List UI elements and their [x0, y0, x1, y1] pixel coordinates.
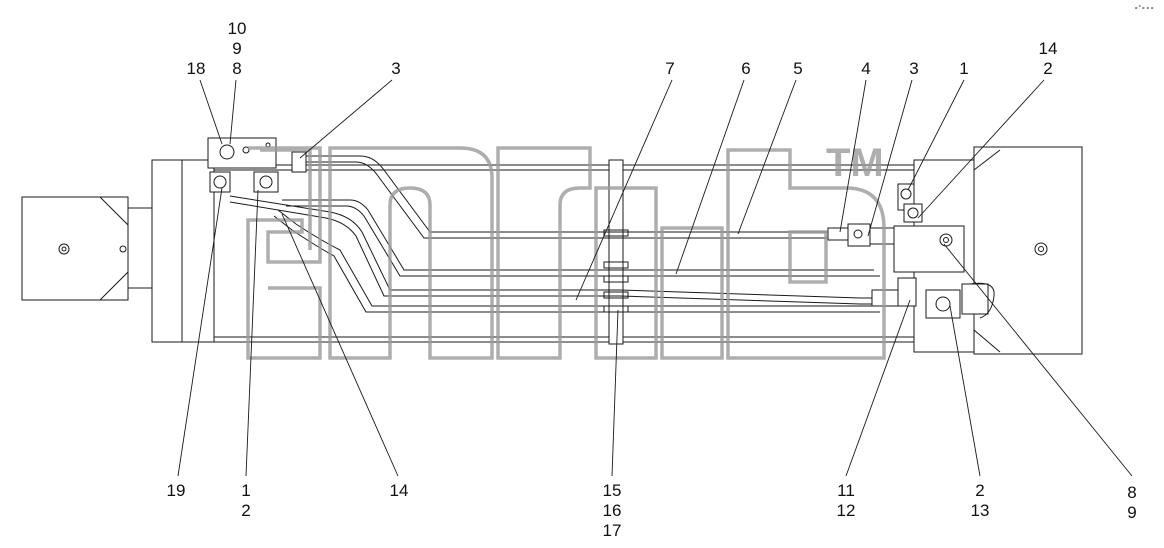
- callout-12: 12: [837, 501, 856, 520]
- callout-14: 14: [1039, 39, 1058, 58]
- callout-9: 9: [232, 39, 241, 58]
- leader-lines: [177, 79, 1133, 477]
- callout-2-bottom: 2: [241, 501, 250, 520]
- watermark-logo: TM: [246, 141, 886, 360]
- callout-13: 13: [971, 501, 990, 520]
- right-valve-block: [827, 183, 995, 319]
- check-valve: [847, 223, 871, 247]
- callout-8: 8: [232, 59, 241, 78]
- callout-1-bottom: 1: [241, 481, 250, 500]
- callout-4: 4: [861, 59, 870, 78]
- left-fitting-a: [209, 171, 231, 193]
- callouts-top: 10 9 8 18 3 7 6 5 4 3 1 14 2: [187, 19, 1058, 78]
- callout-3-right: 3: [909, 59, 918, 78]
- hydraulic-tubes: [229, 155, 880, 313]
- callout-16: 16: [603, 501, 622, 520]
- callout-15: 15: [603, 481, 622, 500]
- callout-10: 10: [228, 19, 247, 38]
- callout-18: 18: [187, 59, 206, 78]
- right-tube-nut: [827, 227, 849, 241]
- left-cap-bolt: [58, 243, 70, 255]
- rod-neck: [127, 207, 153, 289]
- left-gland: [151, 159, 215, 343]
- callout-3: 3: [391, 59, 400, 78]
- callout-2: 2: [1043, 59, 1052, 78]
- lower-fitting: [925, 289, 961, 319]
- callout-7: 7: [665, 59, 674, 78]
- clamp-fasteners: [603, 229, 629, 313]
- callouts-bottom: 19 1 2 14 15 16 17 11 12 2 13 8 9: [167, 481, 1137, 540]
- callout-14-bottom: 14: [390, 481, 409, 500]
- left-valve-block: [207, 137, 307, 193]
- corner-mark: ∘°∘∘∘: [1134, 4, 1154, 12]
- right-end-cap: [973, 146, 1083, 355]
- elbow-fitting: [897, 277, 917, 307]
- callout-11: 11: [837, 481, 855, 500]
- callout-2-right-bottom: 2: [975, 481, 984, 500]
- callout-1: 1: [959, 59, 968, 78]
- callout-9-bottom: 9: [1127, 503, 1136, 522]
- callout-6: 6: [741, 59, 750, 78]
- callout-19: 19: [167, 481, 186, 500]
- right-cap-bolt: [1034, 242, 1048, 256]
- left-fitting-b: [253, 171, 279, 193]
- callout-17: 17: [603, 521, 622, 540]
- trademark-symbol: TM: [826, 141, 884, 185]
- callout-8-bottom: 8: [1127, 483, 1136, 502]
- left-end-cap: [21, 196, 129, 301]
- callout-5: 5: [793, 59, 802, 78]
